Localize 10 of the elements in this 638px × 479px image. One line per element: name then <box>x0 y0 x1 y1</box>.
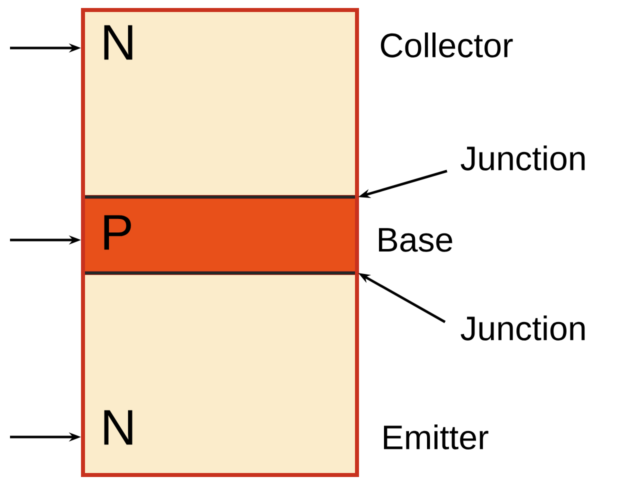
junction-label: Junction <box>460 316 585 340</box>
junction-line <box>85 196 355 198</box>
junction-line <box>85 272 355 274</box>
junction-label: Junction <box>460 146 585 170</box>
semiconductor-region: P <box>81 195 359 275</box>
region-label: Emitter <box>384 424 488 450</box>
region-label: Base <box>379 228 452 252</box>
semiconductor-region: N <box>81 8 359 199</box>
semiconductor-region: N <box>81 271 359 477</box>
region-label: Collector <box>380 32 513 58</box>
